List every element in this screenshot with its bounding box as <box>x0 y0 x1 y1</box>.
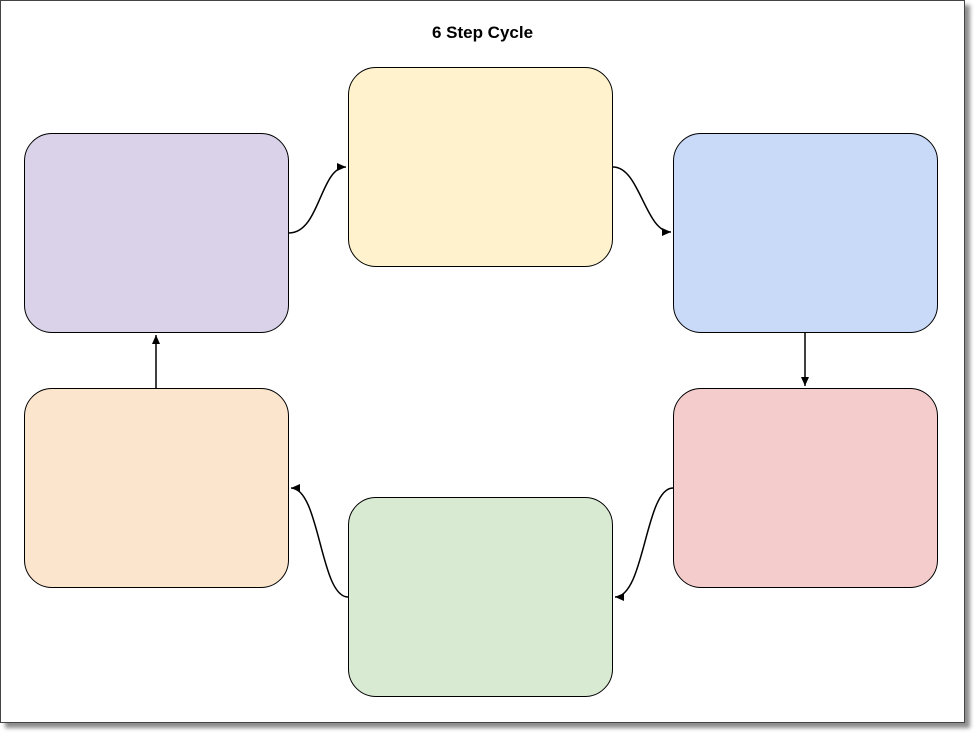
cycle-step-4-box[interactable] <box>348 497 613 697</box>
diagram-title: 6 Step Cycle <box>431 23 534 42</box>
cycle-step-2-box[interactable] <box>673 133 938 333</box>
cycle-step-3-box[interactable] <box>673 388 938 588</box>
connector-step3-to-step4 <box>614 487 674 601</box>
connector-step6-to-step1 <box>288 163 347 234</box>
cycle-step-1-box[interactable] <box>348 67 613 267</box>
cycle-step-6-box[interactable] <box>24 133 289 333</box>
connector-step1-to-step2 <box>612 166 672 236</box>
cycle-step-5-box[interactable] <box>24 388 289 588</box>
connector-step4-to-step5 <box>290 484 349 598</box>
